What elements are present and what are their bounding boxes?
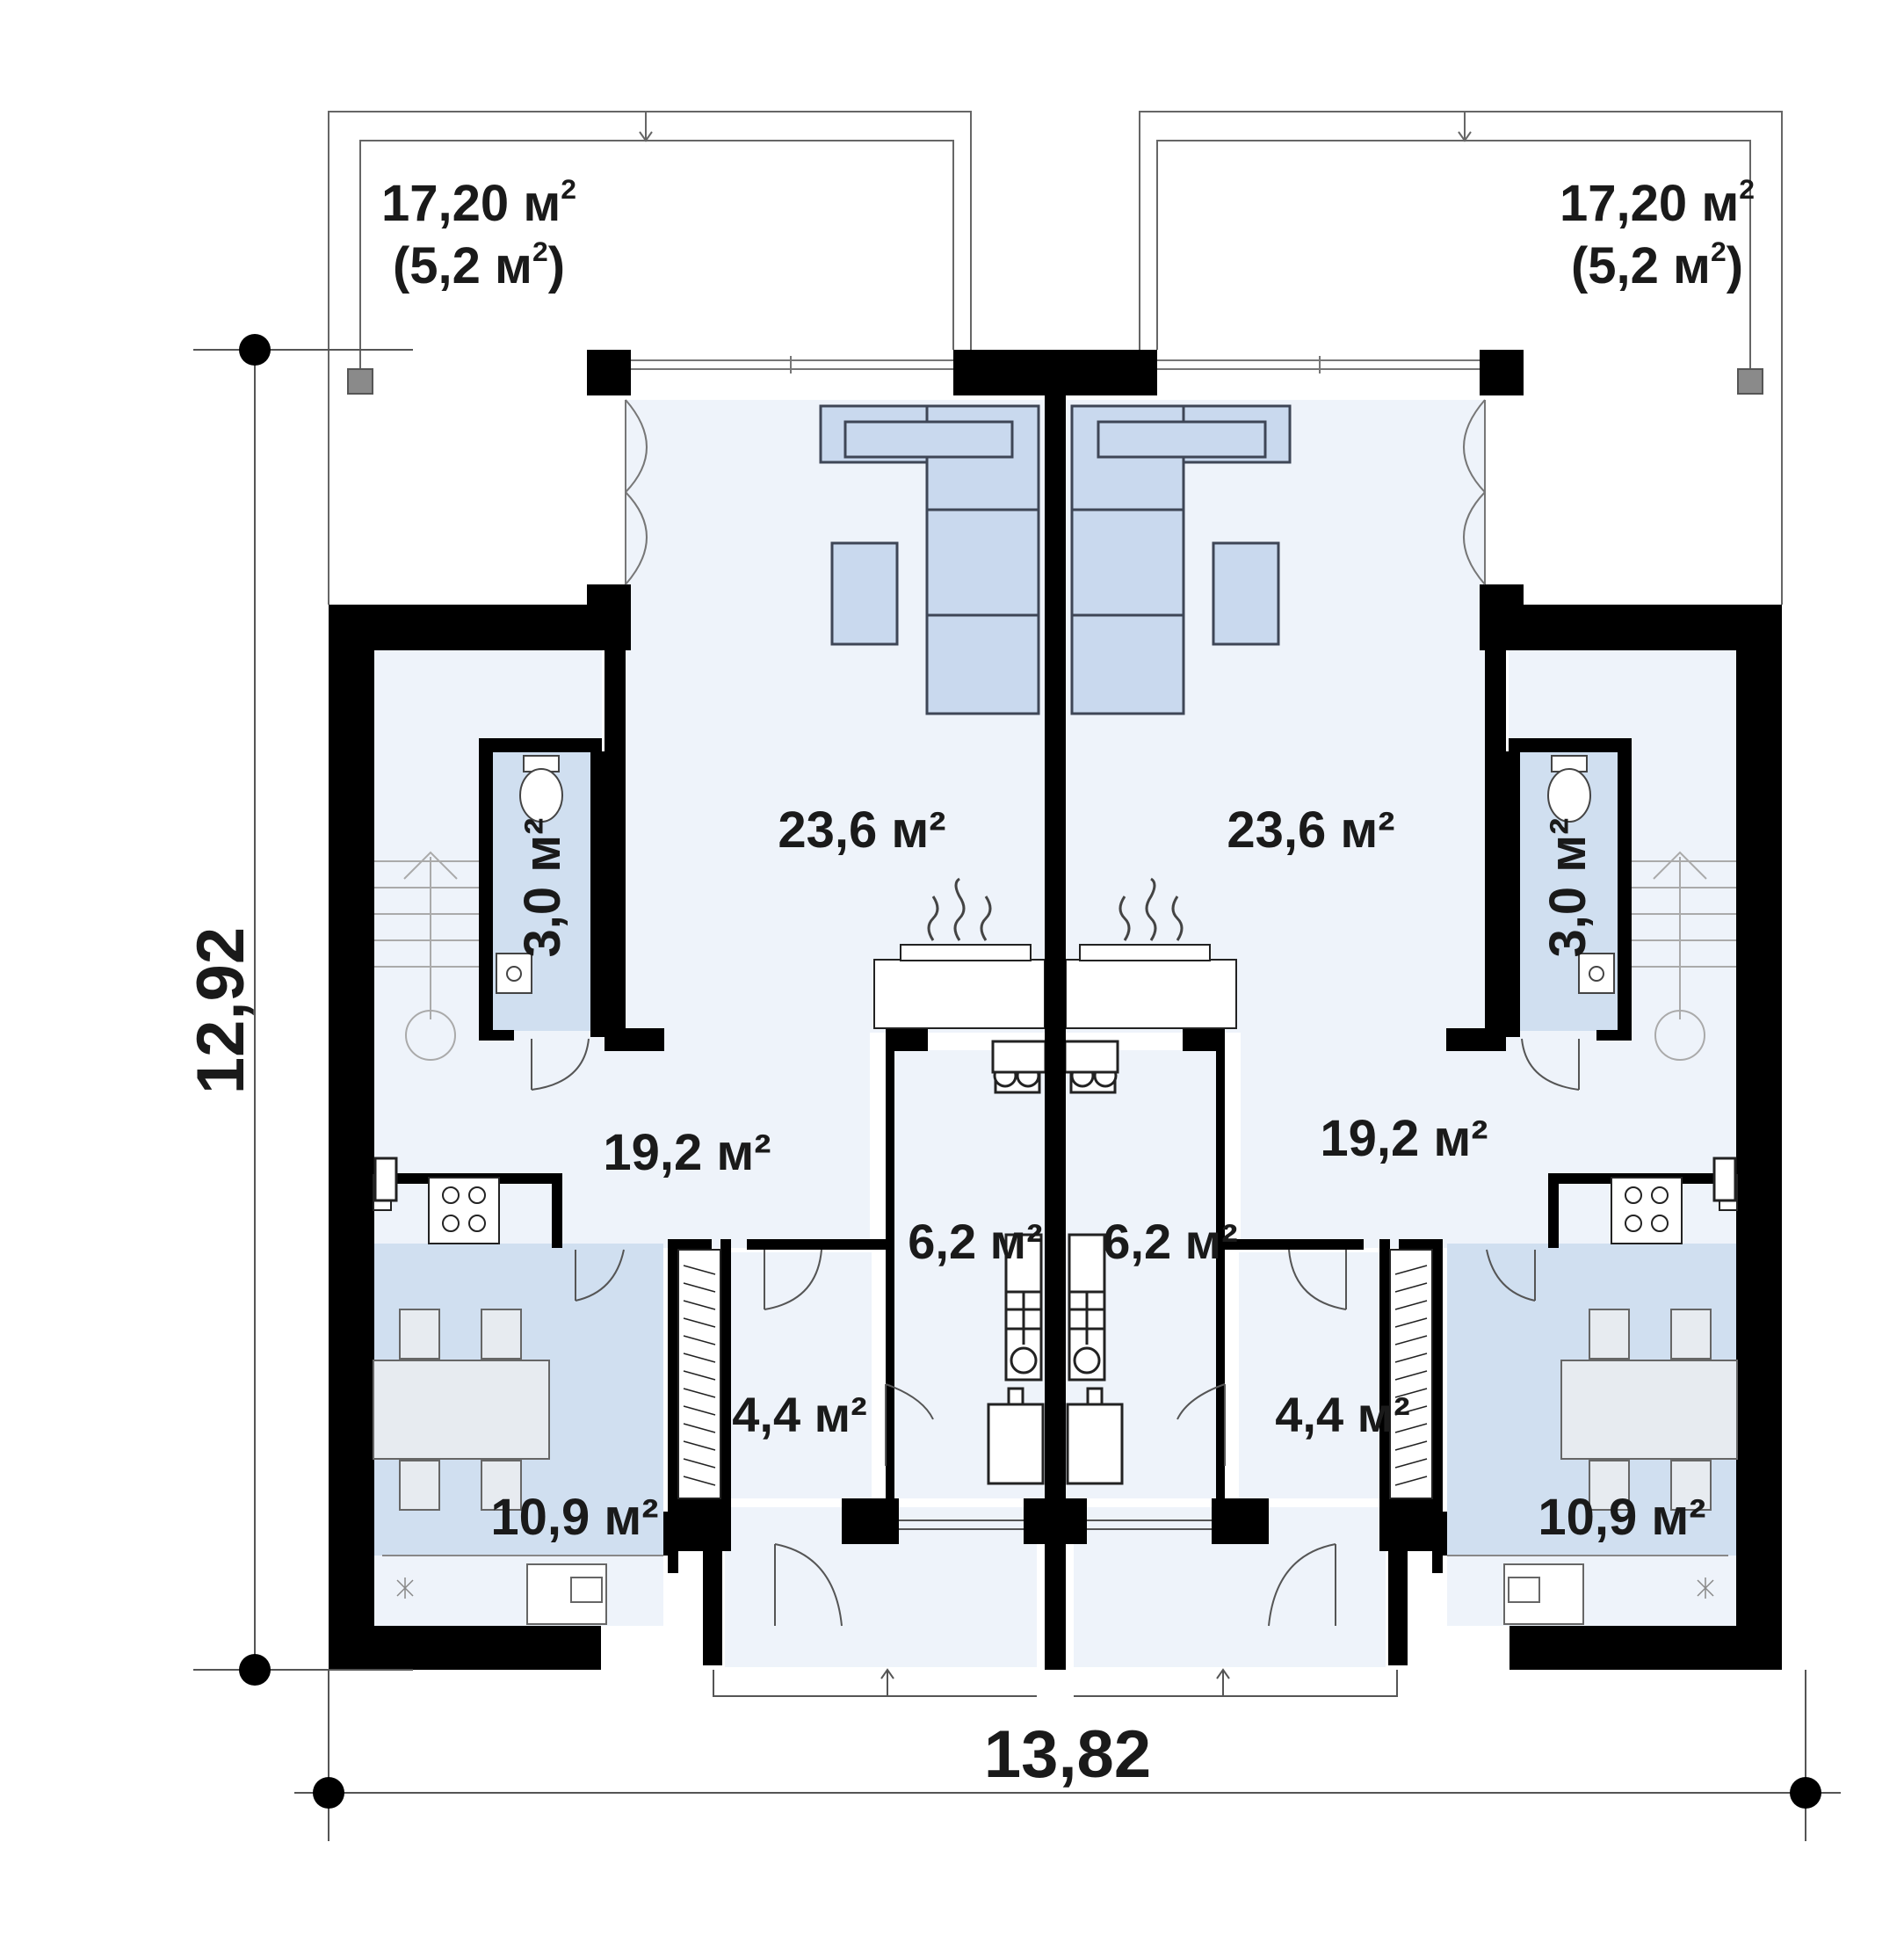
entry-door	[713, 1519, 1037, 1697]
bath-fixtures	[987, 1057, 1045, 1485]
closet-floor	[731, 1252, 872, 1498]
staircase	[374, 851, 479, 1061]
dimension-dots	[239, 334, 1821, 1809]
wardrobe	[677, 1249, 721, 1499]
terrace-side-door	[625, 399, 648, 585]
fireplace	[873, 877, 1046, 1029]
terrace-outline	[328, 111, 972, 605]
sofa	[819, 404, 1040, 715]
left-unit	[328, 111, 1066, 1697]
party-wall	[1045, 350, 1066, 1668]
flame-icon	[927, 877, 992, 941]
kitchen-furniture	[373, 1174, 663, 1625]
fridge-icon	[396, 1577, 414, 1599]
terrace-sliding-door	[631, 356, 953, 374]
armchair	[830, 541, 899, 646]
kitchen-counter-floor	[373, 1556, 663, 1626]
closet-door	[764, 1249, 822, 1310]
kitchen-door	[575, 1249, 625, 1302]
walls	[329, 350, 1066, 1670]
right-unit	[1043, 110, 1784, 1698]
chimney-vents	[373, 1040, 1047, 1294]
wc-door	[531, 1038, 590, 1091]
dimension-lines	[193, 349, 1841, 1841]
hall-floor-lower	[555, 1178, 865, 1248]
wc-fixtures	[496, 755, 563, 994]
bath-door	[885, 1383, 934, 1466]
terrace-post	[347, 368, 373, 395]
